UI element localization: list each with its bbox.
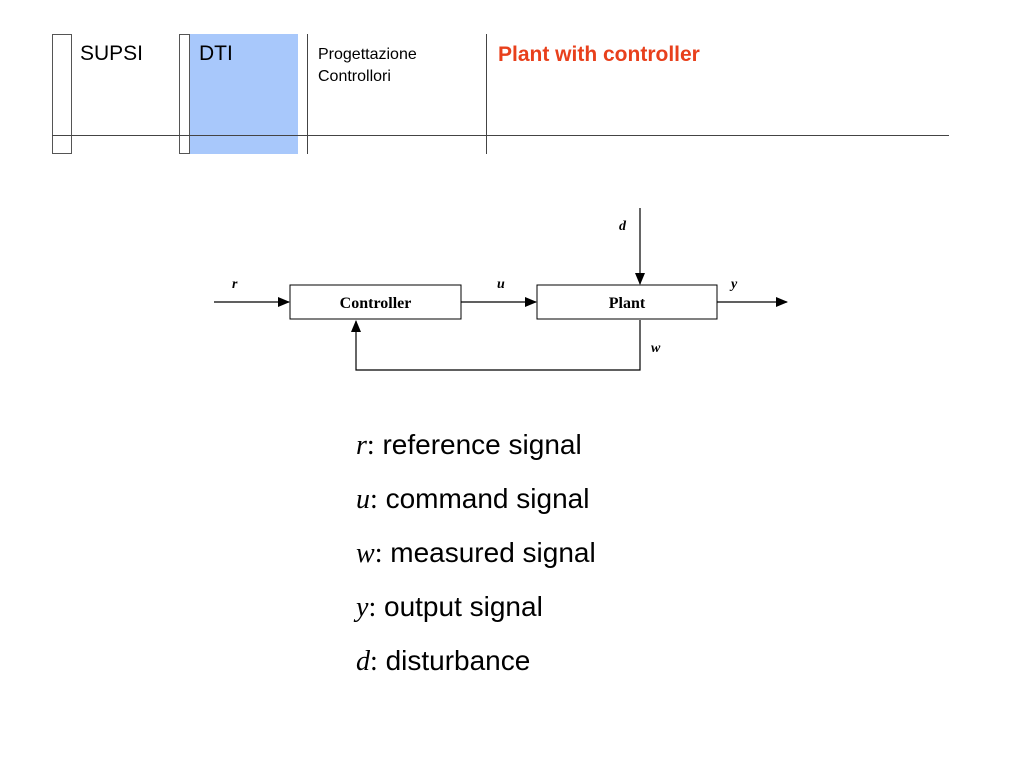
legend-item: r: reference signal [356, 425, 596, 479]
legend-item: w: measured signal [356, 533, 596, 587]
controller-block: Controller [289, 284, 462, 320]
signal-u-label: u [497, 277, 505, 292]
legend-colon: : [366, 430, 375, 461]
course-title-line1: Progettazione [318, 46, 417, 63]
course-title-line2: Controllori [318, 68, 391, 85]
plant-label: Plant [609, 295, 646, 312]
legend-description: reference signal [382, 429, 582, 460]
legend-symbol: w [356, 538, 375, 569]
legend-description: measured signal [390, 537, 596, 568]
legend-description: output signal [384, 591, 543, 622]
header-rule [52, 135, 949, 136]
signal-r-label: r [232, 277, 238, 292]
signal-w-label: w [651, 341, 661, 356]
legend-colon: : [370, 484, 378, 515]
course-title: Progettazione Controllori [318, 44, 417, 88]
signal-legend: r: reference signal u: command signal w:… [356, 425, 596, 695]
legend-symbol: d [356, 646, 370, 677]
controller-label: Controller [340, 295, 412, 312]
legend-item: u: command signal [356, 479, 596, 533]
plant-block: Plant [536, 284, 718, 320]
legend-symbol: y [356, 592, 369, 623]
header-divider-2 [486, 34, 487, 154]
department-label: DTI [199, 42, 233, 65]
legend-colon: : [370, 646, 378, 677]
signal-y-label: y [729, 277, 738, 292]
legend-symbol: r [356, 430, 367, 461]
signal-d-label: d [619, 219, 627, 234]
slide-title: Plant with controller [498, 43, 700, 66]
legend-colon: : [374, 538, 383, 569]
legend-symbol: u [356, 484, 370, 515]
legend-description: command signal [385, 483, 590, 514]
legend-description: disturbance [385, 645, 531, 676]
legend-colon: : [368, 592, 377, 623]
dti-highlight [190, 34, 298, 154]
legend-item: y: output signal [356, 587, 596, 641]
legend-item: d: disturbance [356, 641, 596, 695]
institution-label: SUPSI [80, 42, 144, 65]
header-divider-1 [307, 34, 308, 154]
arrow-w-feedback [351, 320, 641, 371]
